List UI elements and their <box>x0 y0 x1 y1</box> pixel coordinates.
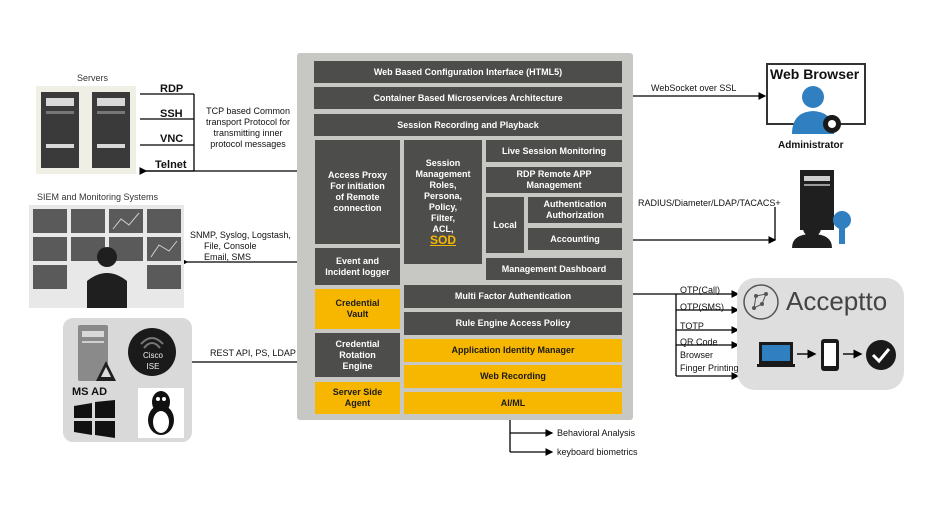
microservices-architecture: Container Based Microservices Architectu… <box>314 87 622 109</box>
multi-factor-authentication: Multi Factor Authentication <box>404 285 622 308</box>
mfa-otp-call: OTP(Call) <box>680 285 720 295</box>
ai-ml: AI/ML <box>404 392 622 414</box>
administrator-label: Administrator <box>778 140 844 151</box>
sod-label: SOD <box>429 233 456 247</box>
application-identity-manager: Application Identity Manager <box>404 339 622 362</box>
linux-tux-icon <box>138 388 184 438</box>
keyboard-biometrics: keyboard biometrics <box>557 447 638 457</box>
web-recording: Web Recording <box>404 365 622 388</box>
session-management: Session Management Roles, Persona, Polic… <box>404 140 482 264</box>
monitoring-wall-icon <box>29 205 184 308</box>
mfa-finger-printing: Finger Printing <box>680 363 739 373</box>
mfa-browser: Browser <box>680 350 714 360</box>
directory-note: REST API, PS, LDAP <box>210 348 296 358</box>
behavioral-analysis: Behavioral Analysis <box>557 428 636 438</box>
local-auth: Local <box>486 197 524 253</box>
mfa-otp-sms: OTP(SMS) <box>680 302 724 312</box>
session-recording: Session Recording and Playback <box>314 114 622 136</box>
siem-title: SIEM and Monitoring Systems <box>37 192 159 202</box>
cisco-ise-label: Cisco ISE <box>143 351 164 371</box>
acceptto-logo-icon <box>743 284 779 320</box>
accounting: Accounting <box>528 228 622 250</box>
management-dashboard: Management Dashboard <box>486 258 622 280</box>
rule-engine-access-policy: Rule Engine Access Policy <box>404 312 622 335</box>
administrator-icon <box>792 86 841 134</box>
windows-logo-icon <box>74 400 115 438</box>
radius-label: RADIUS/Diameter/LDAP/TACACS+ <box>638 198 781 208</box>
transport-note: TCP based Common transport Protocol for … <box>206 106 291 149</box>
server-tower-icon <box>78 325 116 381</box>
ms-ad-label: MS AD <box>72 386 108 398</box>
protocol-vnc: VNC <box>160 133 184 145</box>
siem-note: SNMP, Syslog, Logstash, File, Console Em… <box>190 230 291 262</box>
auth-server-icon <box>792 170 851 248</box>
acceptto-flow-icon <box>757 339 896 371</box>
protocol-rdp: RDP <box>160 83 184 95</box>
acceptto-brand: Acceptto <box>786 286 888 316</box>
web-config-interface: Web Based Configuration Interface (HTML5… <box>314 61 622 83</box>
access-proxy: Access Proxy For initiation of Remote co… <box>315 140 400 244</box>
mfa-qr-code: QR Code <box>680 337 718 347</box>
live-session-monitoring: Live Session Monitoring <box>486 140 622 162</box>
mfa-totp: TOTP <box>680 321 704 331</box>
protocol-telnet: Telnet <box>155 159 187 171</box>
browser-title: Web Browser <box>770 66 860 82</box>
protocol-ssh: SSH <box>160 108 183 120</box>
server-rack-icon <box>36 86 136 174</box>
cisco-ise-icon <box>128 328 176 376</box>
servers-title: Servers <box>77 73 109 83</box>
websocket-label: WebSocket over SSL <box>651 83 737 93</box>
